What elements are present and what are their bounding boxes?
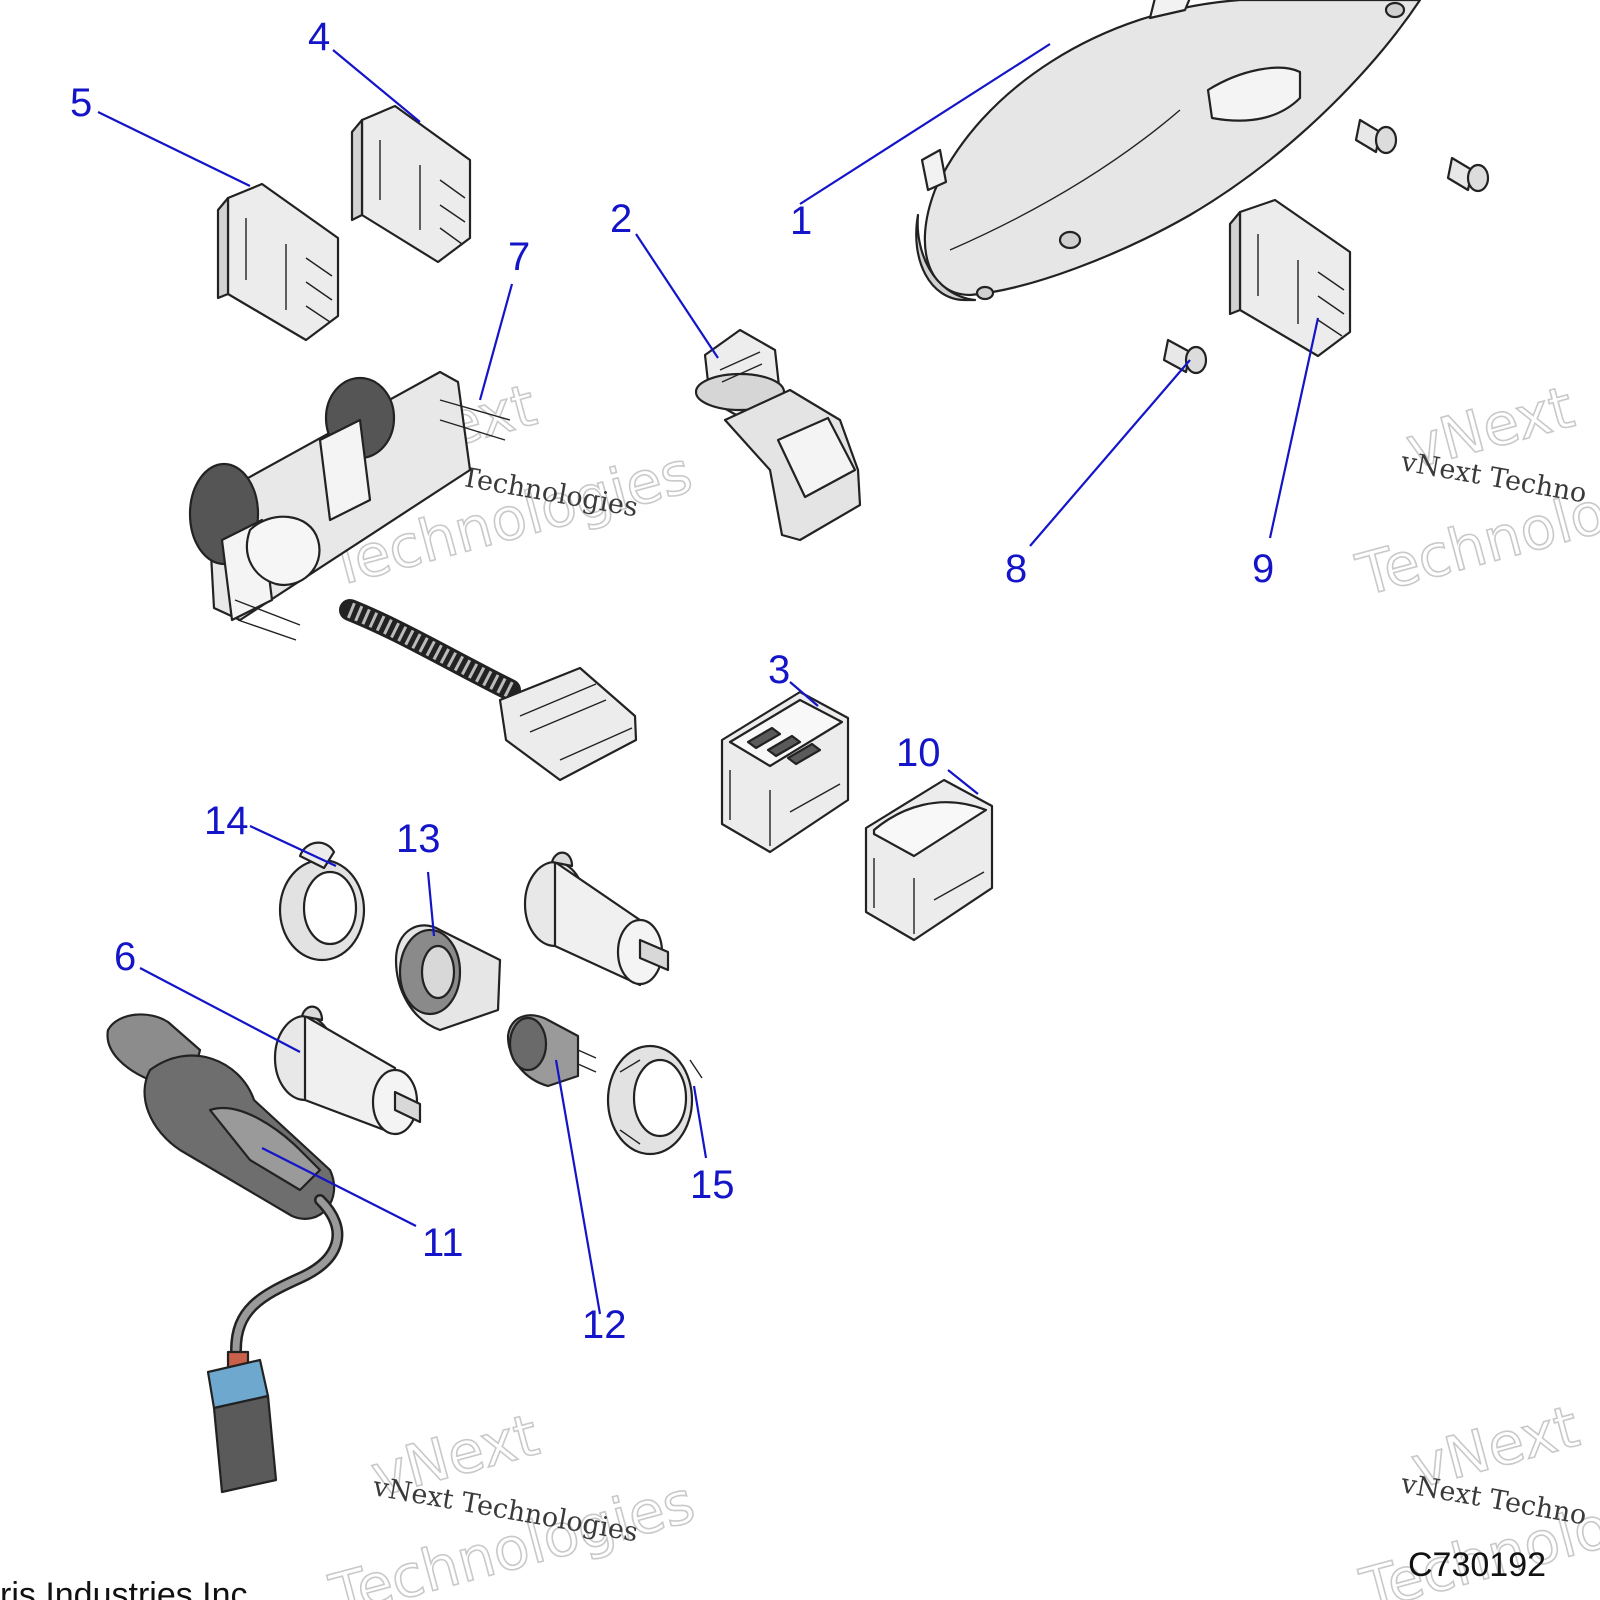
- leader-15: [692, 1085, 708, 1159]
- leader-6: [139, 967, 301, 1053]
- part-usb-insert: [506, 1014, 597, 1088]
- copyright-text: ris Industries Inc: [0, 1576, 248, 1600]
- part-pin: [1162, 338, 1208, 375]
- part-charger-plug: [106, 1013, 344, 1494]
- callout-labels: 1 2 3 4 5 6 7 8 9 10 11 12 13 14 15: [70, 15, 1274, 1347]
- callout-9: 9: [1252, 547, 1274, 591]
- part-connector: [350, 104, 472, 264]
- callout-14: 14: [204, 799, 249, 843]
- part-instrument-cluster: [915, 0, 1422, 302]
- part-screw: [1446, 156, 1490, 193]
- callout-6: 6: [114, 935, 136, 979]
- callout-5: 5: [70, 81, 92, 125]
- leader-4: [332, 49, 421, 123]
- part-connector: [1228, 198, 1352, 358]
- leader-5: [97, 111, 251, 187]
- callout-13: 13: [396, 817, 441, 861]
- watermark-group-bottom-left: vNext Technologies: [322, 1400, 702, 1600]
- leader-9: [1268, 317, 1320, 539]
- callout-1: 1: [790, 199, 812, 243]
- callout-15: 15: [690, 1163, 735, 1207]
- leader-2: [635, 233, 719, 359]
- leader-3: [789, 681, 819, 707]
- drawing-code: C730192: [1408, 1546, 1546, 1584]
- part-rocker-switch: [720, 690, 850, 854]
- callout-10: 10: [896, 731, 941, 775]
- part-retainer-nut: [606, 1044, 703, 1156]
- part-socket-nut: [394, 924, 502, 1032]
- callout-7: 7: [508, 235, 530, 279]
- part-harness: [339, 599, 638, 782]
- leader-10: [947, 769, 979, 795]
- part-rocker-switch: [864, 778, 994, 942]
- leader-14: [249, 825, 337, 867]
- callout-3: 3: [768, 648, 790, 692]
- part-screw: [1354, 118, 1398, 155]
- part-switch-panel: [188, 370, 511, 641]
- callout-12: 12: [582, 1303, 627, 1347]
- callout-8: 8: [1005, 547, 1027, 591]
- leader-13: [426, 871, 436, 937]
- leader-12: [554, 1059, 602, 1315]
- part-connector: [216, 182, 340, 342]
- part-power-socket: [273, 1005, 422, 1136]
- part-key-switch: [694, 328, 862, 542]
- leader-11: [261, 1147, 417, 1227]
- leader-8: [1029, 359, 1191, 547]
- part-power-socket: [523, 851, 670, 987]
- callout-2: 2: [610, 197, 632, 241]
- leader-7: [478, 283, 514, 401]
- leader-lines: [97, 43, 1320, 1315]
- callout-4: 4: [308, 15, 330, 59]
- leader-1: [799, 43, 1051, 205]
- callout-11: 11: [422, 1221, 464, 1265]
